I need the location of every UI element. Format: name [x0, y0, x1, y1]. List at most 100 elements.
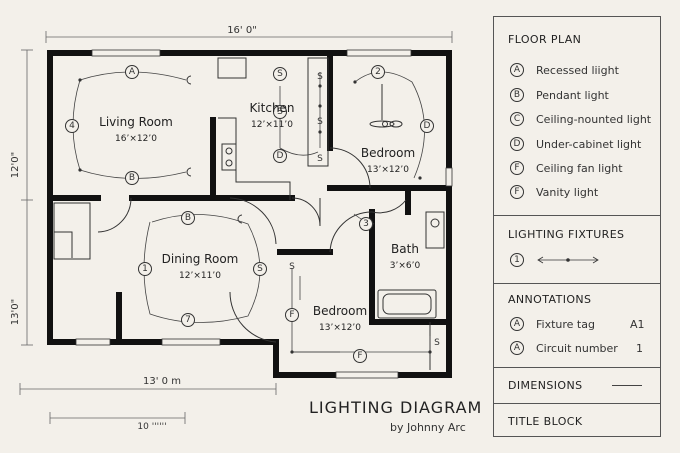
- tag-bed1-d: D: [424, 121, 431, 131]
- fixture-tag-circle: [138, 262, 152, 276]
- legend-divider: [494, 403, 660, 404]
- legend-label: Recessed liight: [536, 63, 619, 77]
- legend-label: Vanity light: [536, 185, 599, 199]
- fixture-tag-circle: [253, 262, 267, 276]
- tag-bed2-f2: F: [357, 351, 362, 361]
- switch-markers: S S S S S: [289, 72, 440, 348]
- tag-living-b: B: [129, 173, 135, 183]
- switch-s-hall: S: [289, 262, 295, 272]
- outlet-symbols: [186, 75, 243, 224]
- tag-living-4: 4: [69, 121, 75, 131]
- wire-dots: [78, 78, 432, 354]
- legend-label: Ceiling fan light: [536, 161, 623, 175]
- fixture-tag-circle: [273, 149, 287, 163]
- fixture-tag-circle: [273, 67, 287, 81]
- legend-item: F Vanity light: [510, 184, 598, 200]
- dim-bottom-label: 13' 0 m: [143, 376, 181, 387]
- legend-label: Ceiling-nounted light: [536, 112, 652, 126]
- legend-symbol: F: [510, 185, 524, 199]
- legend-floor-plan-title: FLOOR PLAN: [508, 33, 582, 46]
- legend-symbol: F: [510, 161, 524, 175]
- room-kitchen-size: 12’×11’0: [251, 120, 293, 130]
- room-dining-size: 12’×11’0: [179, 271, 221, 281]
- legend-label: Circuit number: [536, 341, 618, 355]
- legend-symbol: A: [510, 341, 524, 355]
- floor-plan: 16' 0" 12'0" 13'0" 13' 0 m 10 '''''': [10, 25, 453, 432]
- switch-s-kitchen-a: S: [317, 72, 323, 82]
- diagram-author: by Johnny Arc: [390, 421, 466, 434]
- legend-value: A1: [630, 317, 645, 331]
- room-kitchen-name: Kitchen: [249, 101, 294, 115]
- legend-item: C Ceiling-nounted light: [510, 111, 651, 127]
- legend-annotations-title: ANNOTATIONS: [508, 293, 592, 306]
- legend-fixture-row: 1: [510, 252, 600, 268]
- legend-value: 1: [636, 341, 643, 355]
- legend-dimensions-title: DIMENSIONS: [508, 379, 583, 392]
- room-bath-size: 3’×6’0: [390, 261, 421, 271]
- room-bedroom2-size: 13’×12’0: [319, 323, 361, 333]
- ceiling-fan-icon: [369, 84, 403, 128]
- dimension-line-icon: [612, 385, 642, 386]
- legend-symbol: B: [510, 88, 524, 102]
- tag-dining-b: B: [185, 213, 191, 223]
- legend-fixtures-title: LIGHTING FIXTURES: [508, 228, 625, 241]
- legend-symbol: A: [510, 317, 524, 331]
- dim-left-upper-label: 12'0": [10, 152, 21, 178]
- tag-dining-1: 1: [142, 264, 148, 274]
- dim-left-lower-label: 13'0": [10, 299, 21, 325]
- legend-panel: FLOOR PLAN A Recessed liight B Pendant l…: [493, 16, 661, 437]
- legend-item: D Under-cabinet light: [510, 136, 641, 152]
- fixture-tag-circle: [353, 349, 367, 363]
- room-bath-name: Bath: [391, 242, 419, 256]
- tag-dining-7: 7: [185, 315, 191, 325]
- dimension-lines: [19, 31, 453, 424]
- fixture-tag-circle: [125, 171, 139, 185]
- tag-bed2-f1: F: [289, 310, 294, 320]
- diagram-title: LIGHTING DIAGRAM: [309, 398, 483, 417]
- legend-item: B Pendant light: [510, 87, 609, 103]
- legend-item: A Recessed liight: [510, 62, 619, 78]
- legend-title-block-label: TITLE BLOCK: [508, 415, 583, 428]
- legend-divider: [494, 367, 660, 368]
- room-living-size: 16’×12’0: [115, 134, 157, 144]
- fixture-line-icon: [537, 256, 599, 264]
- fixture-tag-circle: [181, 313, 195, 327]
- dim-top-label: 16' 0": [227, 25, 257, 36]
- fixture-tag-circle: [420, 119, 434, 133]
- legend-divider: [494, 215, 660, 216]
- fixture-tag-circle: [285, 308, 299, 322]
- legend-annotation-row: A Circuit number 1: [510, 340, 650, 356]
- dim-scale-label: 10 '''''': [137, 422, 166, 432]
- switch-s-kitchen-c: S: [317, 154, 323, 164]
- windows: [75, 49, 453, 379]
- fixture-tag-labels: A 4 B S S D 2 D B 1 S 7 3 F F: [69, 67, 430, 361]
- switch-s-kitchen-b: S: [317, 117, 323, 127]
- fixture-tag-circle: [125, 65, 139, 79]
- legend-annotation-row: A Fixture tag A1: [510, 316, 650, 332]
- legend-symbol: A: [510, 63, 524, 77]
- legend-label: Fixture tag: [536, 317, 595, 331]
- tag-kitchen-s2: S: [277, 107, 283, 117]
- legend-symbol: 1: [510, 253, 524, 267]
- fixture-tags: [65, 65, 434, 363]
- fixture-tag-circle: [65, 119, 79, 133]
- legend-symbol: D: [510, 137, 524, 151]
- legend-divider: [494, 283, 660, 284]
- switch-s-bedroom2: S: [434, 338, 440, 348]
- interior-details: [53, 57, 445, 370]
- tag-hall-3: 3: [363, 219, 369, 229]
- tag-dining-s: S: [257, 264, 263, 274]
- tag-bed1-2: 2: [375, 67, 381, 77]
- room-living-name: Living Room: [99, 115, 173, 129]
- room-bedroom1-size: 13’×12’0: [367, 165, 409, 175]
- tag-kitchen-s1: S: [277, 69, 283, 79]
- fixture-tag-circle: [181, 211, 195, 225]
- fixture-tag-circle: [371, 65, 385, 79]
- fixture-tag-circle: [359, 217, 373, 231]
- legend-label: Pendant light: [536, 88, 609, 102]
- tag-kitchen-d: D: [277, 151, 284, 161]
- fixture-tag-circle: [273, 105, 287, 119]
- legend-label: Under-cabinet light: [536, 137, 642, 151]
- legend-symbol: C: [510, 112, 524, 126]
